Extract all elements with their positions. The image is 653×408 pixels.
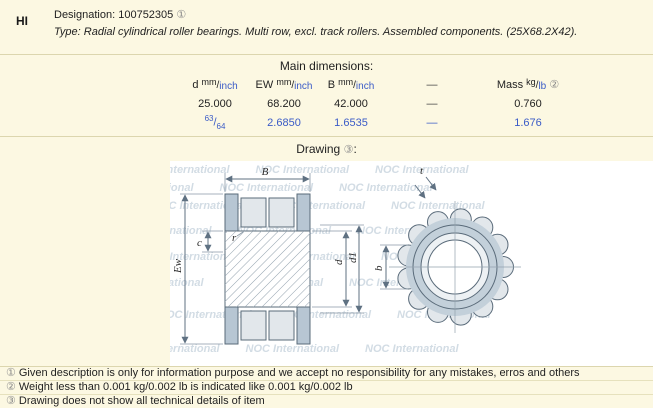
value-b-mm: 42.000 xyxy=(334,97,368,110)
type-text: Radial cylindrical roller bearings. Mult… xyxy=(83,26,578,38)
col-ew-label: EW xyxy=(255,79,274,91)
designation-label: Designation: xyxy=(54,9,116,21)
col-mass-label: Mass xyxy=(496,79,524,91)
header-lines: Designation: 100752305 ① Type: Radial cy… xyxy=(54,0,577,54)
col-header-mass: Mass kg/lb ② xyxy=(480,75,576,94)
dim-label-Ew: Ew xyxy=(172,258,184,274)
footnote-2-symbol: ② xyxy=(6,381,16,393)
dim-label-t: t xyxy=(420,165,424,177)
designation-value: 100752305 xyxy=(118,9,174,21)
col-b-label: B xyxy=(327,79,336,91)
col-header-ew: EW mm/inch xyxy=(250,75,318,94)
dim-label-b: b xyxy=(373,265,385,271)
col-header-d: d mm/inch xyxy=(180,75,250,94)
col-header-dash: — xyxy=(426,78,438,91)
fraction-numerator: 63 xyxy=(204,114,214,124)
dimensions-header-row: d mm/inch EW mm/inch B mm/inch — Mass kg… xyxy=(180,75,576,94)
footnote-3-text: Drawing does not show all technical deta… xyxy=(18,395,265,407)
footnote-1-text: Given description is only for informatio… xyxy=(18,367,580,379)
drawing-note-symbol: ③ xyxy=(343,144,354,156)
dim-label-d: d xyxy=(333,259,345,265)
main-dimensions-title: Main dimensions: xyxy=(279,59,374,73)
metric-values-row: 25.000 68.200 42.000 — 0.760 xyxy=(180,94,576,113)
unit-slash: / xyxy=(535,80,539,91)
value-d-inch: 63/64 xyxy=(180,113,250,132)
designation-line: Designation: 100752305 ① xyxy=(54,8,577,21)
type-label: Type: xyxy=(54,26,81,38)
footnote-1-symbol: ① xyxy=(6,367,16,379)
drawing-title-colon: : xyxy=(353,142,357,156)
dim-label-d1: d1 xyxy=(347,252,359,263)
dimensions-table: d mm/inch EW mm/inch B mm/inch — Mass kg… xyxy=(180,75,576,132)
value-ew-mm: 68.200 xyxy=(267,97,301,110)
footnote-3-symbol: ③ xyxy=(6,395,16,407)
bearing-technical-drawing: B Ew r xyxy=(172,165,521,345)
value-mass-kg: 0.760 xyxy=(514,97,542,110)
value-dash: — xyxy=(426,116,438,129)
footnote-2-text: Weight less than 0.001 kg/0.002 lb is in… xyxy=(18,381,353,393)
value-d-mm: 25.000 xyxy=(198,97,232,110)
col-d-label: d xyxy=(192,79,199,91)
page-header: HI Designation: 100752305 ① Type: Radial… xyxy=(0,0,653,55)
mass-note-symbol: ② xyxy=(549,79,560,91)
value-ew-inch: 2.6850 xyxy=(267,116,301,129)
drawing-title-text: Drawing xyxy=(296,142,341,156)
drawing-section-title: Drawing ③: xyxy=(0,137,653,161)
col-b-unit-mm: mm xyxy=(338,77,354,87)
col-ew-unit-mm: mm xyxy=(276,77,292,87)
col-d-unit-mm: mm xyxy=(201,77,217,87)
fraction-slash: / xyxy=(213,116,217,129)
value-dash: — xyxy=(426,97,438,110)
dim-label-B: B xyxy=(262,166,269,178)
fraction-denominator: 64 xyxy=(216,121,226,131)
front-view: t b xyxy=(373,165,521,333)
main-dimensions-section: Main dimensions: d mm/inch EW mm/inch B … xyxy=(0,55,653,137)
col-b-unit-inch-link[interactable]: inch xyxy=(355,81,375,92)
col-ew-unit-inch-link[interactable]: inch xyxy=(294,81,313,92)
designation-note-symbol: ① xyxy=(176,9,187,21)
brand-logo: HI xyxy=(16,14,28,28)
value-mass-lb: 1.676 xyxy=(514,116,542,129)
col-mass-unit-kg: kg xyxy=(526,77,536,87)
dim-label-r: r xyxy=(232,232,237,244)
type-line: Type: Radial cylindrical roller bearings… xyxy=(54,26,577,38)
value-b-inch: 1.6535 xyxy=(334,116,368,129)
col-mass-unit-lb-link[interactable]: lb xyxy=(538,81,547,92)
cross-section-view: B Ew r xyxy=(172,166,364,345)
col-header-b: B mm/inch xyxy=(318,75,384,94)
unit-slash: / xyxy=(216,80,220,91)
unit-slash: / xyxy=(353,80,356,91)
col-d-unit-inch-link[interactable]: inch xyxy=(219,81,238,92)
inch-values-row: 63/64 2.6850 1.6535 — 1.676 xyxy=(180,113,576,132)
dim-label-c: c xyxy=(197,237,202,249)
unit-slash: / xyxy=(291,80,295,91)
